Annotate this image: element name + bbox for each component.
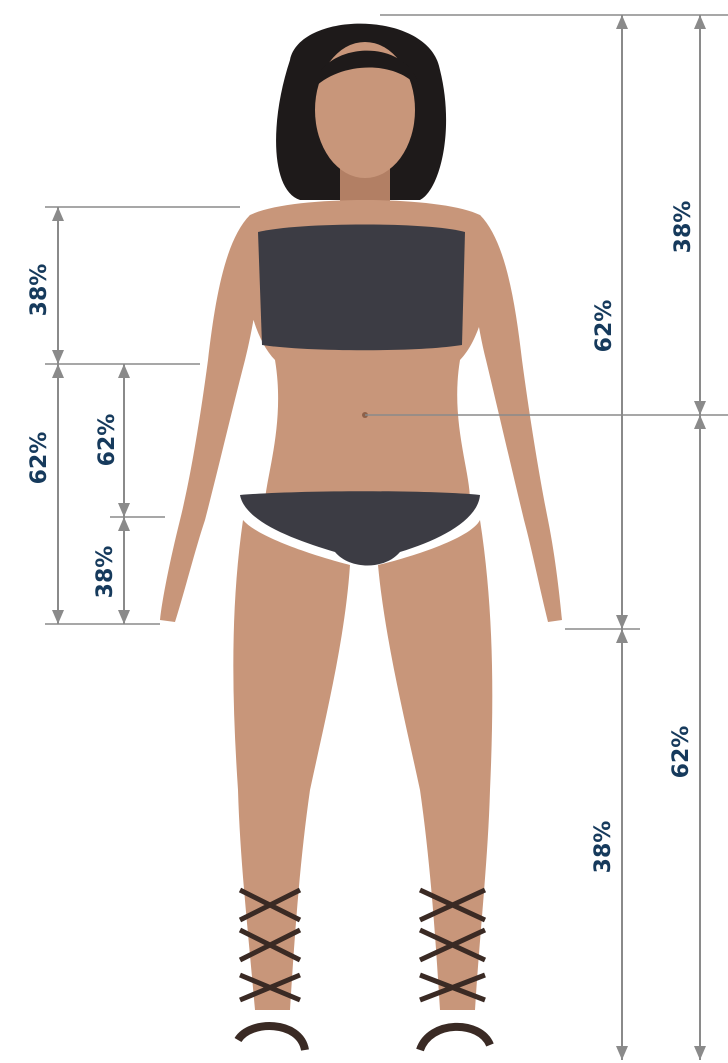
- label-right-inner-lower: 38%: [591, 821, 616, 874]
- label-right-inner-upper: 62%: [592, 300, 617, 353]
- label-right-outer-upper: 38%: [671, 201, 696, 254]
- label-left-upper: 38%: [27, 264, 52, 317]
- female-figure: [160, 24, 562, 1050]
- label-left-lower: 62%: [27, 432, 52, 485]
- crop-top: [258, 225, 465, 351]
- label-right-outer-lower: 62%: [669, 726, 694, 779]
- label-inner-lower: 38%: [93, 546, 118, 599]
- label-inner-upper: 62%: [95, 414, 120, 467]
